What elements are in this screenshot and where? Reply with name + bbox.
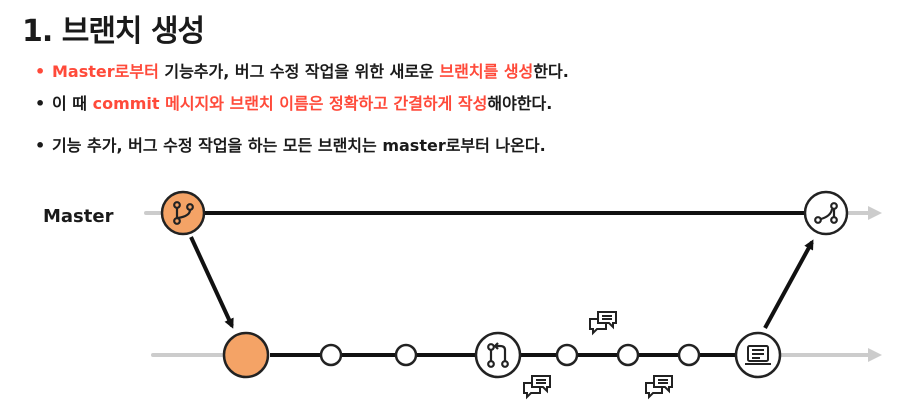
bullet-segment: commit 메시지와 브랜치 이름은 정확하고 간결하게 작성 [92, 94, 488, 113]
commit-node [394, 343, 418, 367]
master-merge-node [803, 190, 849, 236]
bullet-item: • 기능 추가, 버그 수정 작업을 하는 모든 브랜치는 master로부터 … [35, 134, 569, 158]
commit-node [677, 343, 701, 367]
feature-start-node [222, 331, 270, 379]
comment-icon [589, 311, 617, 336]
comment-icon [645, 375, 673, 400]
bullet-segment: Master로부터 [52, 62, 159, 81]
comment-icon [523, 375, 551, 400]
master-branch-node [160, 190, 206, 236]
bullet-item: • 이 때 commit 메시지와 브랜치 이름은 정확하고 간결하게 작성해야… [35, 92, 569, 116]
bullet-dot: • [35, 62, 46, 81]
bullet-segment: 기능추가, 버그 수정 작업을 위한 새로운 [158, 62, 440, 81]
page-title: 1. 브랜치 생성 [22, 14, 205, 49]
master-label: Master [43, 206, 114, 227]
bullet-segment: 한다. [533, 62, 569, 81]
bullet-dot: • [35, 136, 46, 155]
review-node [734, 331, 782, 379]
bullet-segment: 해야한다. [487, 94, 553, 113]
master-arrowhead [868, 206, 882, 220]
commit-node [319, 343, 343, 367]
review-icon [745, 345, 771, 365]
bullet-segment: 기능 추가, 버그 수정 작업을 하는 모든 브랜치는 master로부터 나온… [52, 136, 546, 155]
bullet-dot: • [35, 94, 46, 113]
commit-node [616, 343, 640, 367]
branch-off-arrow [189, 236, 234, 329]
branch-icon [173, 201, 194, 225]
pull-request-icon [487, 342, 509, 368]
feature-arrowhead [868, 348, 882, 362]
bullet-segment: 이 때 [52, 94, 93, 113]
pull-request-node [474, 331, 522, 379]
merge-icon [814, 202, 838, 224]
merge-arrow [763, 239, 814, 329]
master-timeline [144, 206, 882, 220]
bullet-item: • Master로부터 기능추가, 버그 수정 작업을 위한 새로운 브랜치를 … [35, 60, 569, 84]
bullet-segment: 브랜치를 생성 [439, 62, 534, 81]
commit-node [555, 343, 579, 367]
bullet-list: • Master로부터 기능추가, 버그 수정 작업을 위한 새로운 브랜치를 … [35, 60, 569, 158]
